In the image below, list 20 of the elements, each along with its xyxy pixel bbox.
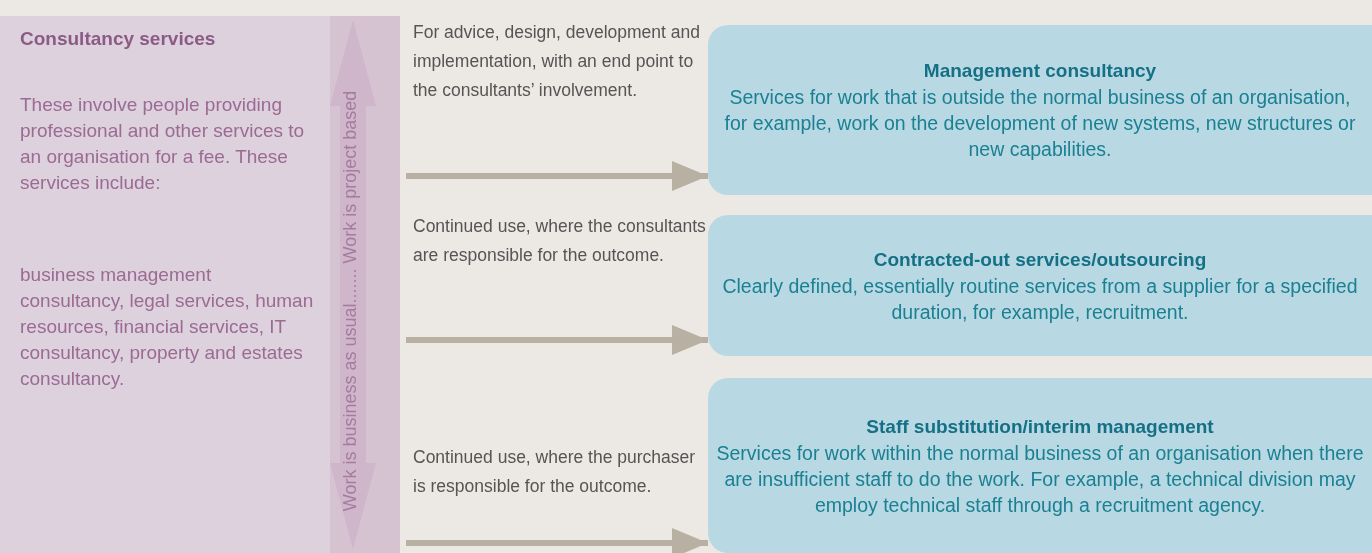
box-heading: Staff substitution/interim management: [866, 414, 1214, 439]
box-heading: Contracted-out services/outsourcing: [873, 247, 1207, 272]
arrow: [406, 161, 708, 191]
edge-label: For advice, design, development and implementation, with an end point to the consultants’ involvement.: [413, 21, 701, 102]
panel-text: These involve people providing professional and other services to an organisation for a fee. These services include:: [20, 93, 306, 195]
box-heading: Management consultancy: [923, 59, 1157, 83]
panel-heading: Consultancy services: [20, 28, 217, 50]
edge-label: Continued use, where the consultants are responsible for the outcome.: [413, 215, 707, 267]
box-text: Services for work that is outside the normal business of an organisation, for example, work on the development of new systems, new structures or new capabilities.: [723, 85, 1357, 162]
axis-label: Work is business as usual....... Work is project based: [339, 90, 361, 512]
arrow: [406, 325, 708, 355]
service-box: [708, 378, 1372, 553]
arrow: [406, 528, 708, 553]
box-text: Clearly defined, essentially routine services from a supplier for a specified duration, for example, recruitment.: [721, 273, 1359, 325]
service-box: [708, 25, 1372, 195]
service-box: [708, 215, 1372, 356]
edge-label: Continued use, where the purchaser is responsible for the outcome.: [413, 446, 697, 498]
panel-text: business management consultancy, legal services, human resources, financial services, IT consultancy, property and estates consultancy.: [20, 263, 315, 391]
services-panel: [0, 16, 400, 553]
box-text: Services for work within the normal business of an organisation when there are insufficient staff to do the work. For example, a technical division may employ technical staff through a recruitment agency.: [716, 440, 1364, 518]
